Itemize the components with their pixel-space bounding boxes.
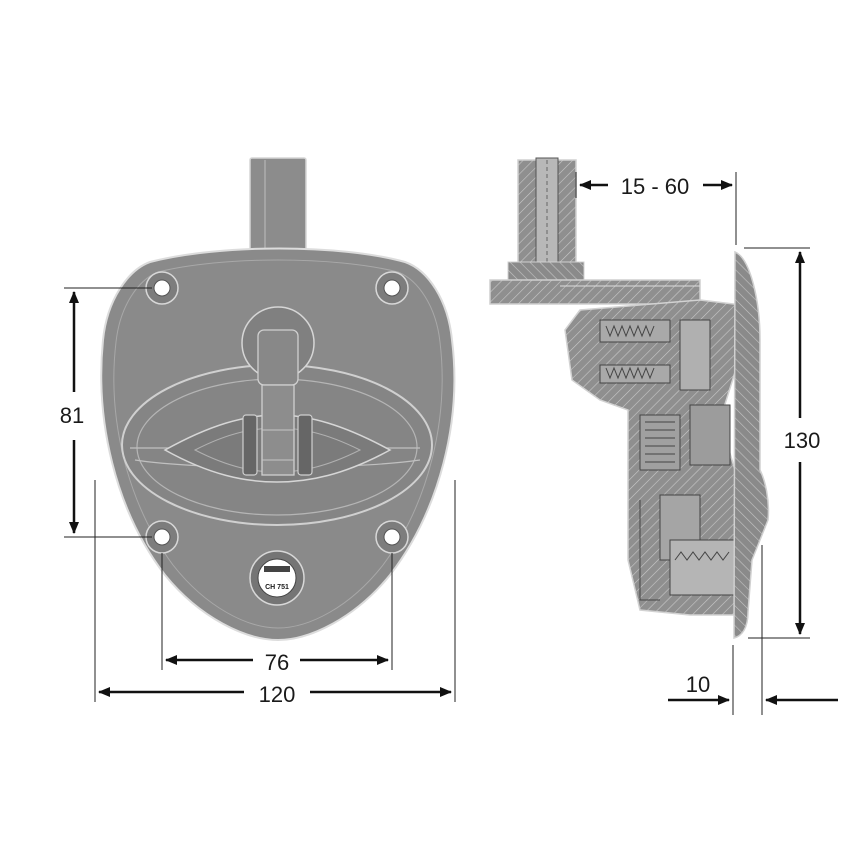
cam-arm xyxy=(489,279,701,305)
front-extension-lines xyxy=(64,287,456,702)
dimension-label-130: 130 xyxy=(784,428,821,453)
screw-hole-bottom-right xyxy=(375,520,409,554)
screw-hole-top-right xyxy=(375,271,409,305)
screw-hole-bottom-left xyxy=(145,520,179,554)
dimension-hole-width: 76 xyxy=(165,650,389,675)
bezel-flange xyxy=(733,250,770,639)
internal-mechanism xyxy=(599,319,748,601)
dimension-overall-width: 120 xyxy=(98,682,452,707)
dimension-label-120: 120 xyxy=(259,682,296,707)
dimension-label-81: 81 xyxy=(60,403,84,428)
dimension-flange-depth: 10 xyxy=(668,672,838,705)
dimension-overall-height: 130 xyxy=(784,251,821,635)
side-section-view: 15 - 60 130 10 xyxy=(489,157,838,715)
spindle-shaft xyxy=(249,157,307,254)
dimension-hole-height: 81 xyxy=(60,291,84,534)
front-view: CH 751 81 76 120 xyxy=(60,157,456,707)
dimension-label-10: 10 xyxy=(686,672,710,697)
lock-cylinder: CH 751 xyxy=(249,550,305,606)
dimension-label-76: 76 xyxy=(265,650,289,675)
lock-stamp-label: CH 751 xyxy=(265,584,289,591)
handle-hub xyxy=(241,306,315,476)
dimension-panel-range: 15 - 60 xyxy=(579,174,733,199)
dimension-label-15-60: 15 - 60 xyxy=(621,174,690,199)
side-extension-lines xyxy=(575,172,810,715)
